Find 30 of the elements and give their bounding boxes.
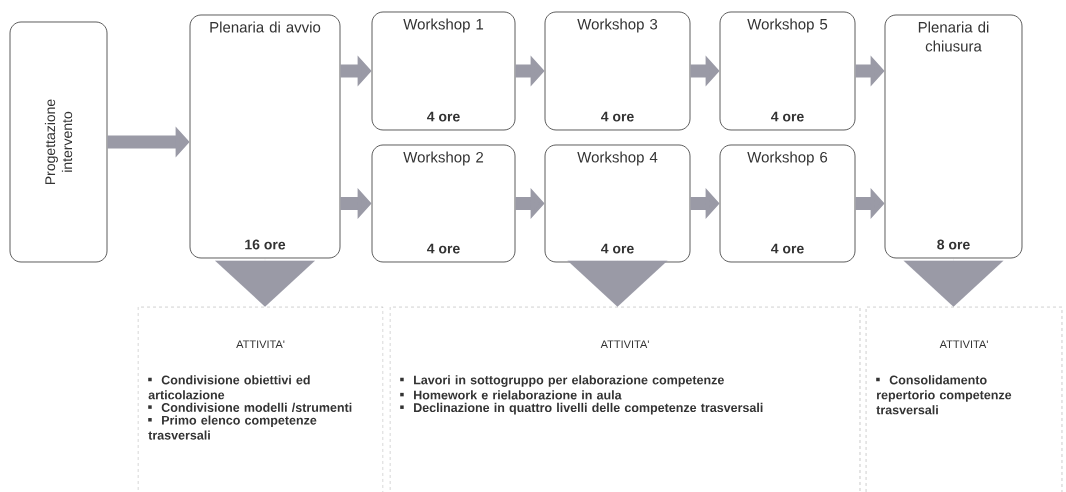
panel-heading: ATTIVITA' [939,340,988,349]
block-arrow [215,258,315,307]
box-title: Workshop 5 [747,18,828,33]
panel-heading: ATTIVITA' [236,340,285,349]
block-arrow [903,258,1004,307]
duration-text: 4 ore [427,243,460,254]
bullet-item: Declinazione in quattro livelli delle competenze trasversali [400,402,763,415]
duration-text: 4 ore [601,243,634,254]
box-title: Progettazione intervento [44,99,73,185]
box-title: Workshop 3 [577,18,658,33]
duration-text: 4 ore [771,243,804,254]
duration-text: 8 ore [937,239,970,250]
bullet-item: Homework e rielaborazione in aula [400,390,622,400]
block-arrow [567,260,668,307]
duration-text: 4 ore [601,111,634,122]
duration-text: 4 ore [427,111,460,122]
box-title: Plenaria di avvio [210,21,321,33]
box-title: Workshop 2 [403,151,484,166]
box-title: Workshop 1 [403,18,484,33]
bullet-item: Consolidamento repertorio competenze trasversali [876,375,1012,415]
box-title: Workshop 6 [747,151,828,166]
duration-text: 4 ore [771,111,804,122]
bullet-item: Condivisione obiettivi ed articolazione [148,375,310,400]
box-title: Workshop 4 [577,151,658,166]
box-title: Plenaria di chiusura [918,21,989,52]
duration-text: 16 ore [245,239,286,250]
bullet-item: Lavori in sottogruppo per elaborazione competenze [400,375,724,387]
panel-heading: ATTIVITA' [600,340,649,349]
bullet-item: Primo elenco competenze trasversali [148,415,317,440]
bullet-item: Condivisione modelli /strumenti [148,402,352,413]
